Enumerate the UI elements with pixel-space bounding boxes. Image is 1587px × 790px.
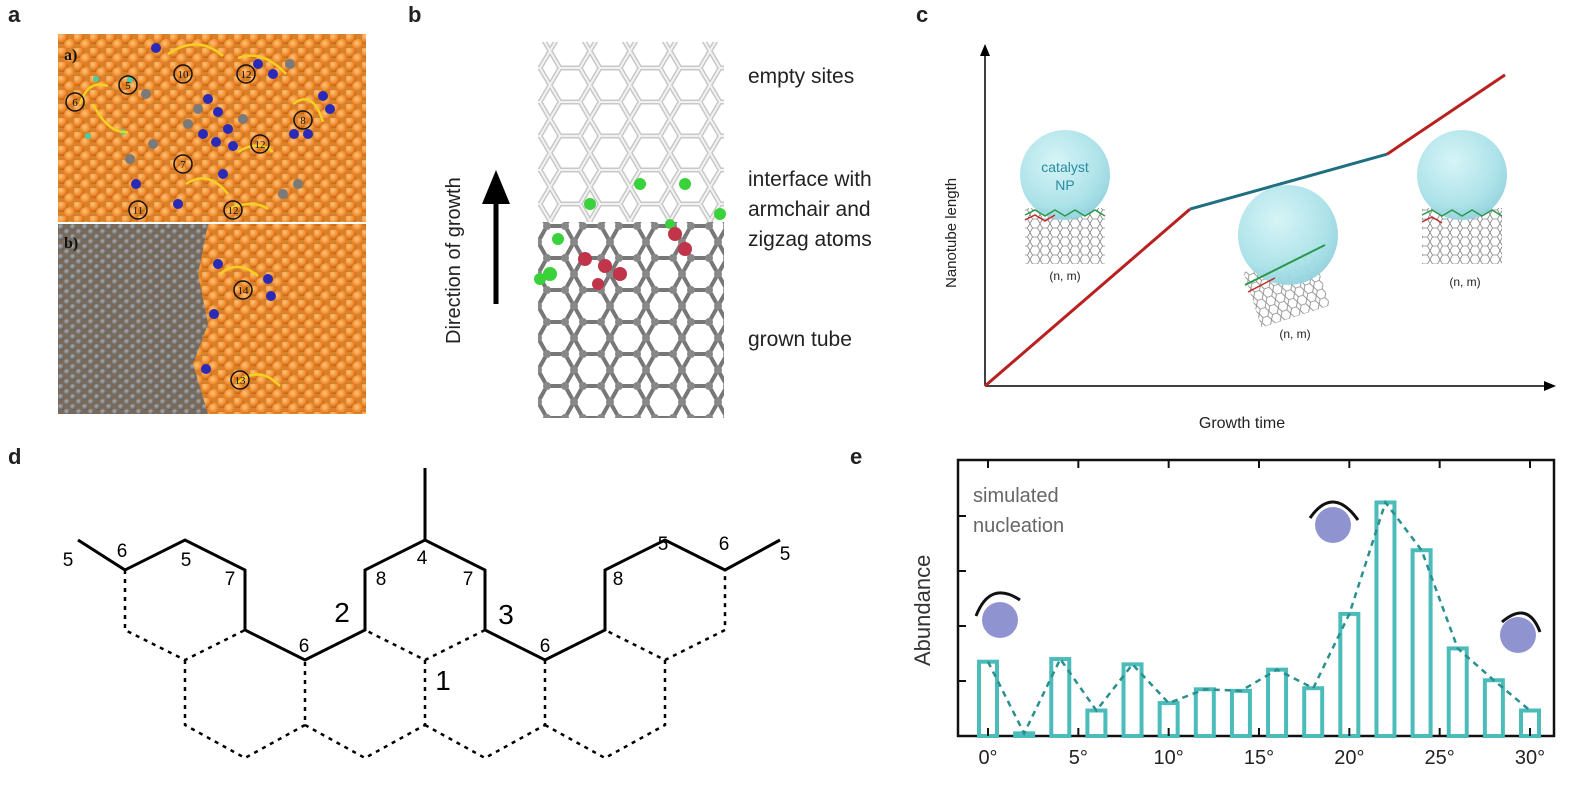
c-y-axis-label: Nanotube length <box>943 178 960 288</box>
e-annotation-line1: simulated <box>973 485 1059 507</box>
histogram-bar-16° <box>1266 667 1289 738</box>
c-x-axis-label: Growth time <box>1199 415 1285 432</box>
site-6: 6 <box>72 97 78 109</box>
histogram-bar-6° <box>1085 708 1108 738</box>
panel-e-chart: 0° 5° 10° 15° 20° 25° 30° simulated nucleation… <box>890 450 1580 790</box>
site-8: 8 <box>300 115 306 127</box>
subpanel-a-label: a) <box>64 47 77 64</box>
panel-a-label: a <box>8 2 21 27</box>
growth-segment-3 <box>1386 73 1506 156</box>
empty-sites-label: empty sites <box>748 65 854 88</box>
histogram-bar-14° <box>1229 688 1252 738</box>
d-big-2: 2 <box>334 597 350 628</box>
panel-b-figure: Direction of growth empty sites interfac… <box>430 34 950 420</box>
catalyst-np-3: (n, m) <box>1417 130 1507 289</box>
d-num-6d: 6 <box>719 534 730 555</box>
x-tick-label: 5° <box>1069 747 1088 769</box>
panel-e-label: e <box>850 444 863 469</box>
d-num-8a: 8 <box>376 569 387 590</box>
interface-label-line1: interface with <box>748 168 872 191</box>
histogram-bar-22° <box>1374 500 1397 739</box>
interface-label-line2: armchair and <box>748 198 871 221</box>
histogram-bar-12° <box>1193 687 1216 739</box>
site-12b: 12 <box>255 139 266 151</box>
c-line-series <box>984 73 1506 388</box>
grown-tube-label: grown tube <box>748 328 852 351</box>
growth-segment-1 <box>984 207 1191 388</box>
growth-segment-2 <box>1189 152 1388 211</box>
d-num-8b: 8 <box>613 569 624 590</box>
site-7: 7 <box>180 159 186 171</box>
histogram-bar-8° <box>1121 662 1144 739</box>
histogram-bar-20° <box>1338 611 1361 738</box>
site-13: 13 <box>235 375 247 387</box>
histogram-bar-4° <box>1049 657 1072 739</box>
x-tick-label: 15° <box>1244 747 1274 769</box>
chirality-label-3: (n, m) <box>1449 275 1480 289</box>
md-snapshots: 10 12 5 6 8 12 7 11 12 14 13 a) b) <box>58 34 366 414</box>
histogram-bar-24° <box>1410 548 1433 738</box>
e-ticks: 0° 5° 10° 15° 20° 25° 30° <box>958 460 1545 769</box>
site-11: 11 <box>133 205 144 217</box>
d-num-6a: 6 <box>117 541 128 562</box>
panel-d-diagram: 5 6 5 7 6 8 4 7 6 8 5 6 5 2 1 3 <box>40 460 830 785</box>
site-5: 5 <box>125 80 131 92</box>
e-annotation-line2: nucleation <box>973 515 1064 537</box>
e-y-axis-label: Abundance <box>910 555 935 666</box>
np-label-line1: catalyst <box>1041 159 1089 175</box>
chiral-cap-icon-center <box>1308 500 1360 543</box>
histogram-bar-28° <box>1482 678 1505 738</box>
interface-label-line3: zigzag atoms <box>748 228 872 251</box>
d-num-5b: 5 <box>181 550 192 571</box>
panel-a-figure: 10 12 5 6 8 12 7 11 12 14 13 a) b) <box>58 34 366 414</box>
x-tick-label: 30° <box>1515 747 1545 769</box>
d-num-4: 4 <box>417 548 428 569</box>
site-14: 14 <box>238 285 250 297</box>
zigzag-cap-icon-right <box>1500 611 1542 653</box>
d-num-7b: 7 <box>463 569 474 590</box>
d-num-6c: 6 <box>540 636 551 657</box>
d-num-5c: 5 <box>658 534 669 555</box>
histogram-trend-line <box>986 499 1531 737</box>
x-tick-label: 25° <box>1425 747 1455 769</box>
tube-empty-sites <box>538 42 724 222</box>
site-10: 10 <box>178 69 190 81</box>
panel-c-label: c <box>916 2 929 27</box>
chirality-label-2: (n, m) <box>1279 327 1310 341</box>
d-num-7a: 7 <box>225 569 236 590</box>
histogram-bar-26° <box>1446 646 1469 738</box>
d-num-5d: 5 <box>780 544 791 565</box>
d-num-5a: 5 <box>63 550 74 571</box>
tube-grown <box>538 222 724 418</box>
subpanel-b-label: b) <box>64 235 78 252</box>
d-num-6b: 6 <box>299 636 310 657</box>
x-tick-label: 0° <box>978 747 997 769</box>
catalyst-np-2: (n, m) <box>1238 185 1338 341</box>
direction-of-growth-label: Direction of growth <box>443 177 465 344</box>
site-12c: 12 <box>228 205 239 217</box>
x-tick-label: 10° <box>1154 747 1184 769</box>
x-tick-label: 20° <box>1334 747 1364 769</box>
catalyst-np-1: catalyst NP (n, m) <box>1020 130 1110 283</box>
d-big-1: 1 <box>435 665 451 696</box>
histogram-bar-18° <box>1302 686 1325 739</box>
panel-d-label: d <box>8 444 22 469</box>
panel-b-label: b <box>408 2 422 27</box>
interface-atoms <box>534 178 726 290</box>
armchair-cap-icon-left <box>974 591 1021 638</box>
d-big-3: 3 <box>498 599 514 630</box>
site-12a: 12 <box>241 69 252 81</box>
chirality-label-1: (n, m) <box>1049 269 1080 283</box>
np-label-line2: NP <box>1055 177 1074 193</box>
e-bars <box>977 499 1541 739</box>
panel-c-chart: catalyst NP (n, m) (n, m) (n, m) Nanotub… <box>930 30 1580 440</box>
